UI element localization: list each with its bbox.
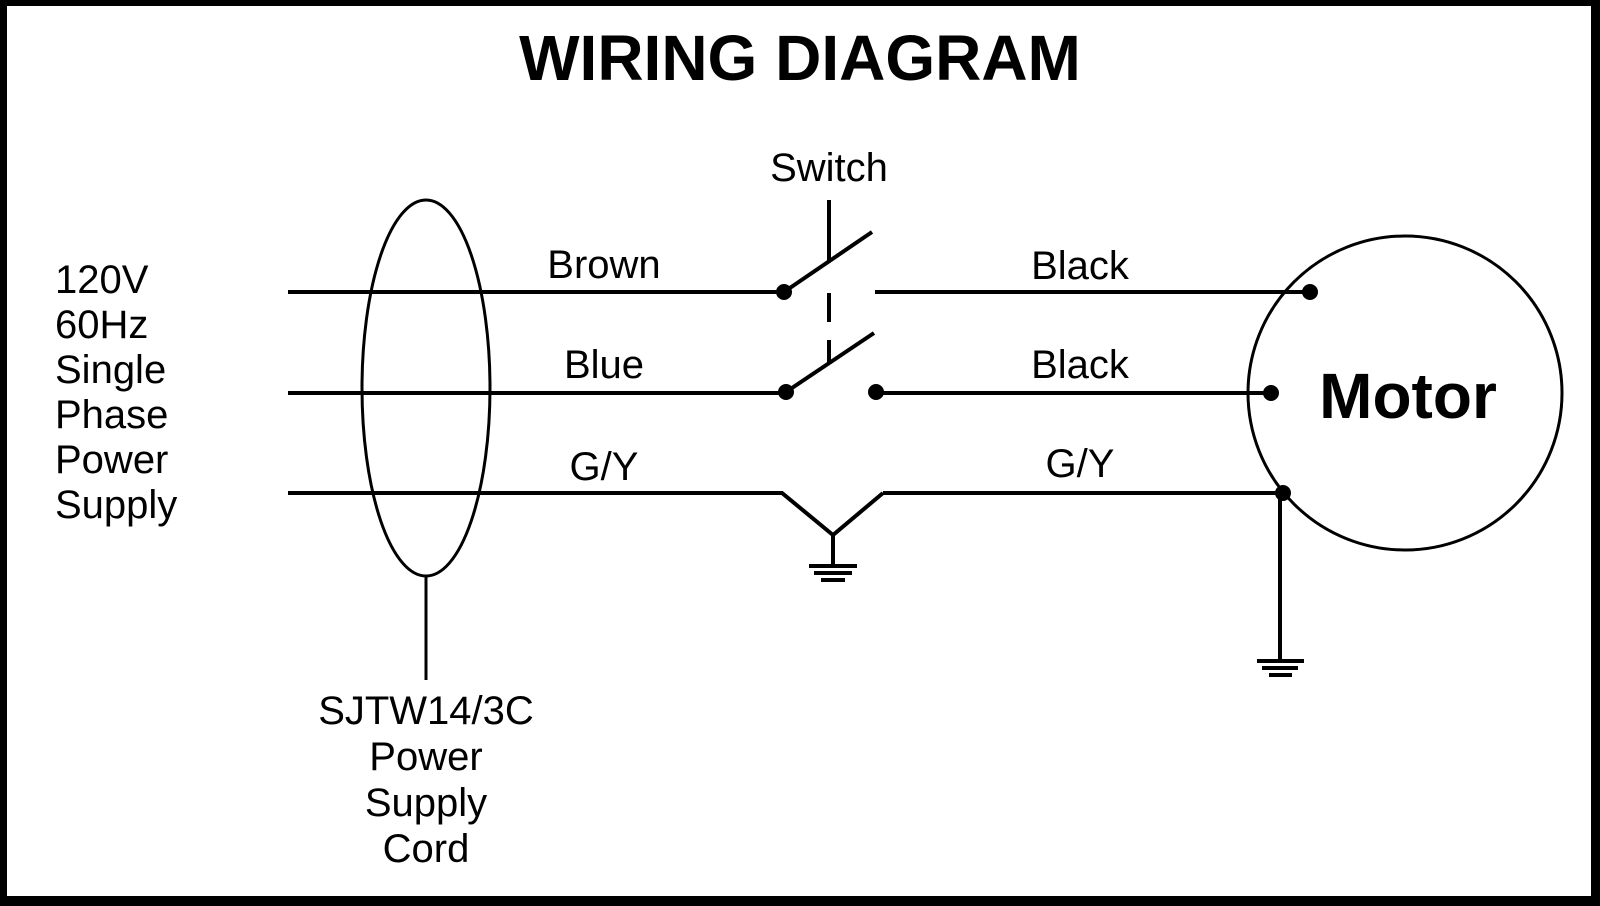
supply-line-frequency: 60Hz [55,303,148,347]
supply-line-voltage: 120V [55,258,149,302]
wire-label-black-2: Black [1031,343,1130,387]
cord-line-power: Power [369,735,482,779]
supply-line-phase: Phase [55,393,168,437]
cord-line-cord: Cord [383,827,470,871]
double-pole-switch [776,200,884,400]
wire-gy-input [288,491,885,538]
switch-blade-2 [784,331,876,394]
motor-ground-icon [1257,493,1304,677]
wire-label-blue: Blue [564,343,644,387]
wire-label-gy-output: G/Y [1046,442,1115,486]
supply-line-power: Power [55,438,168,482]
switch-blade-1 [782,230,874,294]
diagram-title: WIRING DIAGRAM [519,22,1081,94]
cord-label: SJTW14/3C Power Supply Cord [318,689,534,871]
switch-pivot-2 [778,384,794,400]
motor-terminal-ground [1275,485,1291,501]
motor-circle [1246,234,1564,552]
cord-line-spec: SJTW14/3C [318,689,534,733]
motor-label: Motor [1319,360,1497,432]
switch-ground-icon [809,535,857,582]
switch-pivot-1 [776,284,792,300]
wire-label-gy-input: G/Y [570,445,639,489]
wire-label-brown: Brown [547,243,660,287]
motor-terminal-2 [1263,385,1279,401]
supply-line-single: Single [55,348,166,392]
cord-bundle-ellipse [360,198,492,578]
supply-line-supply: Supply [55,483,177,527]
wire-label-black-1: Black [1031,244,1130,288]
cord-line-supply: Supply [365,781,487,825]
switch-label: Switch [770,146,888,190]
power-supply-label: 120V 60Hz Single Phase Power Supply [55,258,177,527]
motor-terminal-1 [1302,284,1318,300]
